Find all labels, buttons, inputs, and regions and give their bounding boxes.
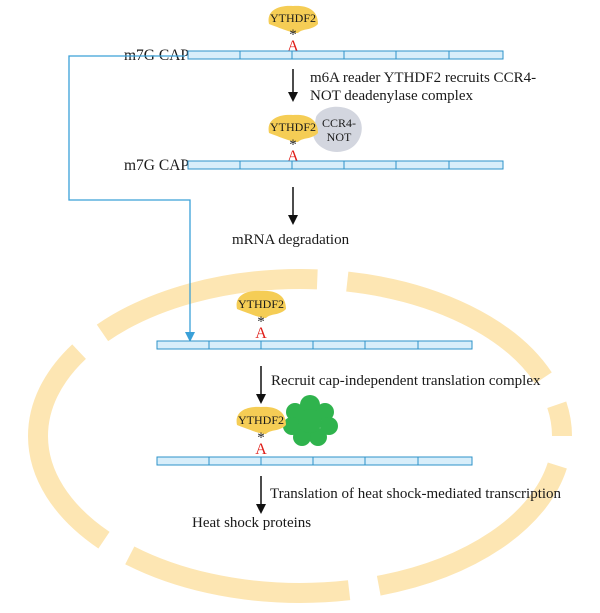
mrna-strand-2 — [187, 160, 504, 170]
mrna-strand-1 — [187, 50, 504, 60]
ythdf2-label-2: YTHDF2 — [270, 120, 316, 134]
ccr4-label-line2: NOT — [327, 130, 352, 144]
ythdf2-label-1: YTHDF2 — [270, 11, 316, 25]
ythdf2-protein-2 — [268, 114, 318, 142]
ythdf2-protein-1 — [268, 5, 318, 34]
step5-label: Heat shock proteins — [192, 515, 311, 531]
adenosine-3: A — [255, 325, 267, 342]
ythdf2-label-4: YTHDF2 — [238, 413, 284, 427]
mrna-strand-4 — [156, 456, 473, 466]
ribosome-complex — [283, 395, 338, 446]
ccr4-not-complex — [313, 106, 362, 152]
m6a-mark-3: * — [257, 314, 265, 330]
step4-label: Translation of heat shock-mediated trans… — [270, 486, 562, 502]
ythdf2-protein-4 — [236, 406, 286, 434]
m6a-mark-1: * — [289, 27, 297, 43]
m6a-mark-2: * — [289, 137, 297, 153]
mrna-strand-3 — [156, 340, 473, 350]
ythdf2-protein-3 — [236, 290, 286, 318]
step1-label-line1: m6A reader YTHDF2 recruits CCR4- — [310, 70, 536, 86]
adenosine-4: A — [255, 441, 267, 458]
connector-line — [68, 55, 195, 342]
step2-label: mRNA degradation — [232, 232, 350, 248]
nucleus-outline — [28, 269, 572, 603]
m6a-mark-4: * — [257, 430, 265, 446]
step3-label: Recruit cap-independent translation comp… — [271, 373, 541, 389]
ccr4-label-line1: CCR4- — [322, 116, 356, 130]
m7g-cap-label-2: m7G CAP — [124, 157, 189, 174]
step1-label-line2: NOT deadenylase complex — [310, 88, 474, 104]
ythdf2-label-3: YTHDF2 — [238, 297, 284, 311]
